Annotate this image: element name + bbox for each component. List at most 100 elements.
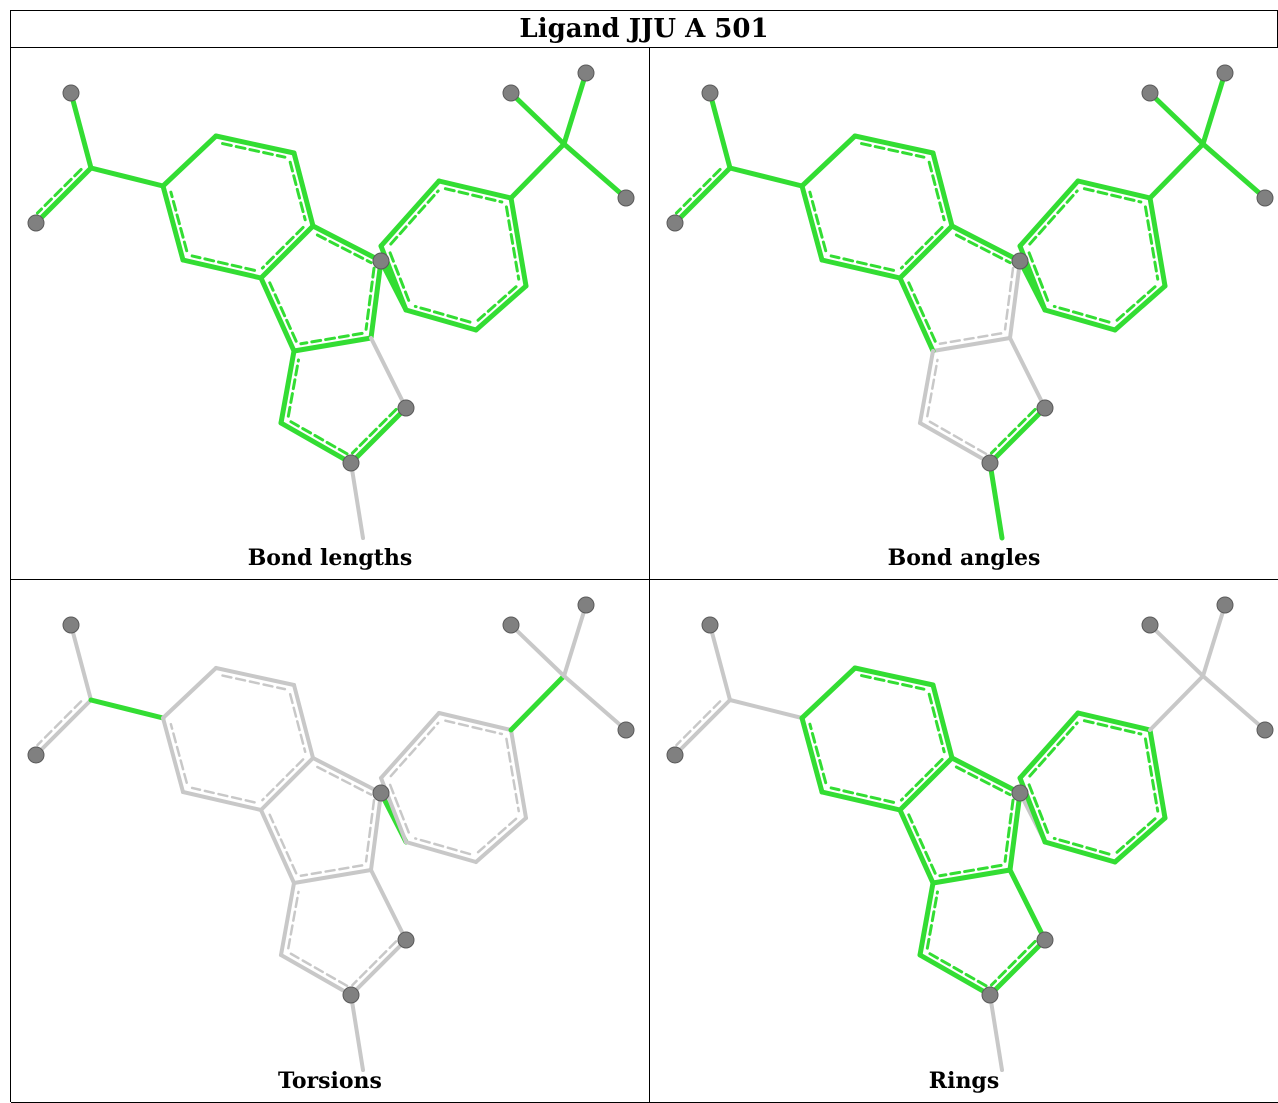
bond-p45-aromatic [476, 285, 518, 322]
bond-p23-aromatic [1082, 187, 1143, 204]
caption-torsions: Torsions [278, 1068, 382, 1094]
bond-cb1 [727, 165, 805, 189]
bond-qt2 [1200, 70, 1228, 147]
bond-p23-aromatic [1082, 719, 1143, 736]
bond-p45-aromatic [1115, 817, 1157, 854]
bond-p12-aromatic [1028, 189, 1079, 246]
molecule-diagram-bond-angles [666, 64, 1274, 541]
bond-f12 [368, 258, 384, 341]
bond-b23-aromatic [860, 674, 926, 691]
bond-cm1 [707, 90, 733, 171]
bond-b45 [258, 223, 316, 281]
bond-p56-aromatic [413, 304, 472, 324]
bond-cm1 [68, 90, 94, 171]
bond-p34 [1147, 727, 1168, 821]
bond-b56-aromatic [190, 254, 257, 272]
bond-b4f1-aromatic [954, 765, 1012, 797]
bond-cm2-aromatic [36, 700, 83, 747]
atom-t3 [1256, 189, 1274, 207]
bond-p12 [379, 711, 441, 780]
bond-p56 [1042, 839, 1118, 865]
bond-p61-aromatic [387, 249, 411, 302]
bond-b61-aromatic [808, 722, 828, 785]
bond-b45 [897, 223, 955, 281]
bond-b34-aromatic [288, 693, 307, 754]
atom-m2 [27, 214, 45, 232]
bond-f3b5 [258, 275, 297, 354]
bond-c5c4-aromatic [928, 952, 988, 988]
atom-m2 [27, 746, 45, 764]
bond-p23-aromatic [444, 719, 504, 736]
bond-p45-aromatic [1115, 285, 1157, 322]
bond-b4f1 [949, 755, 1023, 796]
atom-t3 [617, 189, 635, 207]
ligand-validation-table: Ligand JJU A 501 Bond lengths Bond angle… [10, 10, 1278, 1103]
bond-cb1 [728, 698, 804, 720]
bond-c4f3 [917, 880, 936, 958]
bond-b61-aromatic [169, 190, 189, 253]
bond-b45-aromatic [260, 225, 305, 270]
bond-b23-aromatic [860, 142, 926, 159]
atom-t3 [617, 721, 635, 739]
bond-b45-aromatic [261, 758, 305, 802]
bond-b12 [161, 666, 218, 720]
bond-cm2 [34, 698, 93, 757]
bond-c5c4 [278, 420, 354, 466]
bond-p45 [473, 283, 529, 333]
atom-n1 [397, 931, 415, 949]
bond-qt3 [562, 674, 628, 732]
atom-c5 [342, 986, 360, 1004]
bond-cm2 [673, 698, 732, 757]
bond-cm1 [69, 623, 93, 702]
bond-b12 [799, 665, 858, 721]
table-title: Ligand JJU A 501 [11, 11, 1278, 48]
panel-torsions: Torsions [11, 580, 650, 1103]
bond-f23 [931, 336, 1012, 353]
bond-qt2 [562, 603, 588, 678]
bond-b56-aromatic [829, 786, 896, 804]
bond-f2n1 [369, 868, 408, 942]
bond-p45 [474, 816, 528, 864]
bond-qt3 [561, 141, 629, 201]
bond-c5c4-aromatic [289, 952, 349, 988]
atom-m1 [701, 616, 719, 634]
bond-p34-aromatic [505, 737, 520, 813]
bond-b34-aromatic [288, 160, 307, 222]
bond-c5c4-aromatic [928, 420, 988, 456]
bond-p45-aromatic [476, 817, 518, 854]
bond-b61 [160, 183, 186, 263]
bond-f12-aromatic [1003, 798, 1015, 863]
atom-c5 [342, 454, 360, 472]
bond-qt2 [561, 70, 589, 147]
atom-m2 [666, 746, 684, 764]
bond-b34 [930, 682, 955, 761]
bond-c4f3 [278, 348, 297, 426]
atom-t1 [502, 616, 520, 634]
bond-f12 [1007, 790, 1023, 873]
bond-n1c5-aromatic [350, 407, 398, 455]
atom-t2 [577, 64, 595, 82]
bond-c5c4 [279, 953, 353, 997]
bond-p23 [1075, 710, 1153, 733]
bond-f3b5 [897, 275, 936, 354]
bond-f23 [291, 335, 374, 354]
bond-b61 [799, 183, 825, 263]
molecule-diagram-torsions [27, 596, 635, 1072]
atom-m2 [666, 214, 684, 232]
atom-m1 [62, 616, 80, 634]
bond-c5me [349, 993, 365, 1072]
bond-cm2 [672, 165, 733, 226]
bond-b45-aromatic [899, 225, 944, 270]
bond-p23 [1075, 178, 1153, 201]
bond-n1c5 [349, 938, 408, 997]
bond-p12-aromatic [389, 189, 440, 246]
bond-f3b5-aromatic [268, 813, 298, 875]
bond-f23 [292, 868, 373, 885]
bond-p61-aromatic [388, 782, 410, 834]
bond-f23-aromatic [299, 331, 364, 346]
atom-f1 [372, 784, 390, 802]
bond-b61 [799, 715, 825, 795]
bond-c4f3-aromatic [925, 890, 939, 950]
bond-p34-aromatic [504, 205, 521, 281]
atom-f1 [372, 252, 390, 270]
